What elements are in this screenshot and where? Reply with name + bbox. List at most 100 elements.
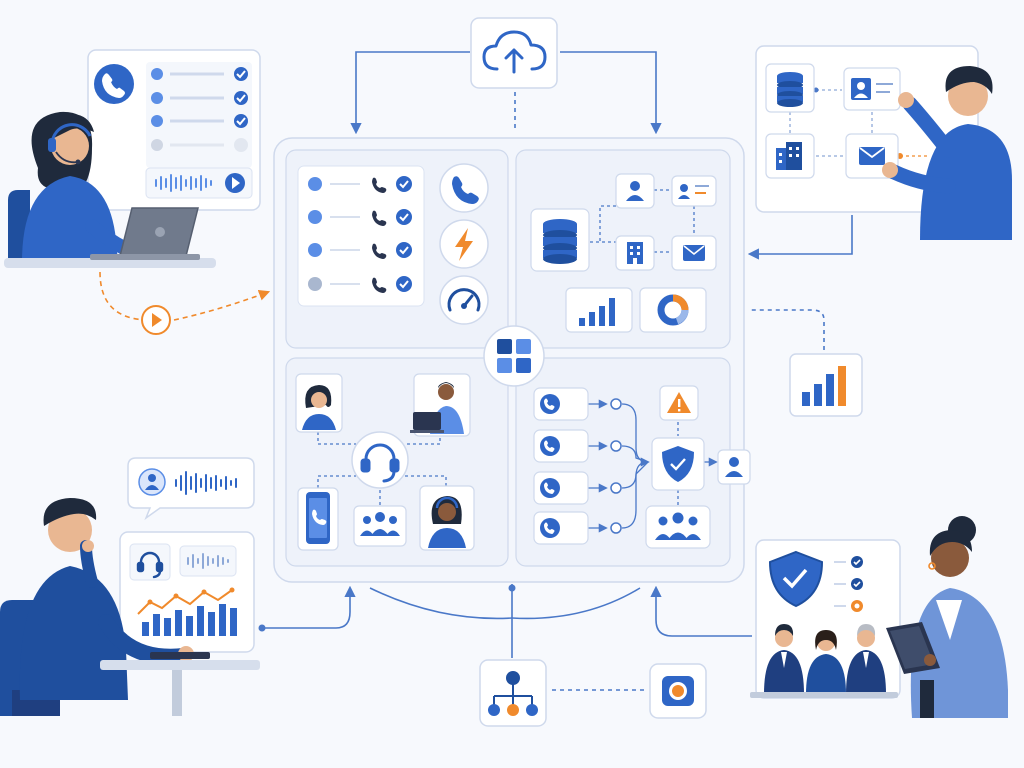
phone-badge[interactable] [94, 64, 134, 104]
call-routing-panel [515, 357, 751, 567]
user-profile-node[interactable] [615, 173, 655, 209]
contact-card-node[interactable] [671, 175, 717, 207]
trend-bar-chart[interactable] [137, 587, 237, 637]
building-icon [776, 142, 802, 170]
connector-metrics-to-hub [748, 309, 825, 350]
checklist-row [151, 138, 248, 152]
phone-icon [372, 277, 387, 293]
shield-check-icon [662, 446, 694, 482]
headset-tile[interactable] [129, 543, 171, 581]
phone-icon [452, 176, 479, 204]
analyst-desk [100, 652, 260, 716]
voice-message-bubble[interactable] [127, 457, 255, 521]
connector-cloud-left [350, 51, 470, 135]
incoming-call-2[interactable] [533, 429, 589, 463]
crm-building-node[interactable] [765, 133, 815, 179]
alert-node[interactable] [659, 385, 699, 421]
agent-team-node[interactable] [645, 505, 711, 549]
check-circle-icon [396, 176, 412, 192]
crm-operator-person [882, 66, 1012, 240]
grid-hub-icon [497, 339, 531, 373]
phone-icon [102, 73, 125, 98]
phone-action-button[interactable] [439, 163, 489, 213]
phone-icon [372, 210, 387, 226]
audio-player[interactable] [145, 167, 253, 199]
check-circle-icon [234, 91, 248, 105]
agent-network-panel [285, 357, 509, 567]
connector-hierarchy-right [511, 587, 641, 620]
gauge-icon [447, 288, 481, 312]
check-circle-icon [396, 242, 412, 258]
phone-icon [544, 482, 555, 494]
agent-avatar-laptop[interactable] [410, 373, 471, 437]
cloud-upload-icon [482, 30, 547, 74]
call-queue-panel [285, 149, 509, 349]
phone-icon [544, 522, 555, 534]
agent-avatar-headset[interactable] [419, 485, 475, 551]
grid-hub-button[interactable] [483, 325, 545, 387]
user-card-icon [851, 78, 893, 100]
team-member-2 [806, 630, 846, 694]
checklist-row [151, 114, 248, 128]
security-router-node[interactable] [651, 437, 705, 491]
audio-wave-tile[interactable] [179, 545, 237, 577]
agent-avatar-female[interactable] [295, 373, 343, 433]
lightning-action-button[interactable] [439, 219, 489, 269]
metrics-chart-card[interactable] [789, 353, 863, 417]
record-icon [662, 676, 694, 706]
phone-icon [544, 398, 555, 410]
warning-icon [667, 392, 691, 413]
phone-icon [544, 440, 555, 452]
building-node[interactable] [615, 235, 655, 271]
queue-row [308, 242, 412, 259]
cloud-upload-node[interactable] [470, 17, 558, 89]
group-icon [655, 512, 701, 540]
incoming-call-4[interactable] [533, 511, 589, 545]
supervisor-person [886, 516, 1008, 718]
group-icon [360, 512, 400, 536]
phone-icon [372, 243, 387, 259]
connector-cloud-right [560, 51, 662, 135]
queue-row [308, 209, 412, 226]
connector-hierarchy-left [369, 587, 513, 620]
waveform-icon [155, 174, 212, 192]
headset-icon [136, 551, 164, 579]
incoming-call-1[interactable] [533, 387, 589, 421]
check-circle-icon [234, 67, 248, 81]
database-node[interactable] [530, 208, 590, 272]
bar-chart-icon [802, 366, 846, 406]
donut-chart-card[interactable] [639, 287, 707, 333]
incoming-call-3[interactable] [533, 471, 589, 505]
play-icon [152, 313, 162, 327]
database-icon [777, 72, 803, 107]
check-circle-icon [396, 209, 412, 225]
checklist-row [151, 91, 248, 105]
mail-node[interactable] [671, 235, 717, 271]
team-group-node[interactable] [353, 505, 407, 547]
crm-database-node[interactable] [765, 63, 815, 113]
check-circle-icon [234, 114, 248, 128]
database-icon [543, 219, 577, 264]
check-circle-icon [396, 276, 412, 292]
handoff-play-button[interactable] [141, 305, 171, 335]
team-member-3 [846, 624, 886, 694]
queue-row [308, 276, 412, 293]
compliance-checklist [834, 556, 863, 612]
routed-agent-node[interactable] [717, 449, 751, 485]
connector-analyst-to-hub [262, 585, 356, 629]
lightning-icon [455, 228, 473, 261]
connectors [258, 51, 853, 691]
bar-chart-card[interactable] [565, 287, 633, 333]
crm-contact-node[interactable] [843, 67, 901, 111]
hierarchy-node[interactable] [479, 659, 547, 727]
record-button[interactable] [649, 663, 707, 719]
gauge-action-button[interactable] [439, 275, 489, 325]
bar-chart-icon [579, 298, 615, 326]
user-icon [725, 457, 743, 477]
mobile-device-node[interactable] [297, 487, 339, 551]
user-icon [145, 474, 159, 490]
headset-hub-button[interactable] [351, 431, 409, 489]
mail-icon [859, 147, 885, 165]
checklist-row [151, 67, 248, 81]
